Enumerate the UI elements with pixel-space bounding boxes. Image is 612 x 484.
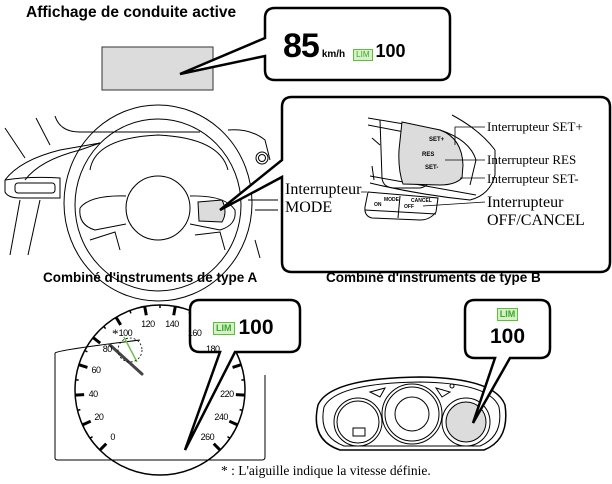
dial-tick bbox=[84, 349, 88, 353]
dial-tick bbox=[98, 442, 108, 452]
dial-tick bbox=[212, 442, 222, 452]
dial-tick bbox=[129, 310, 132, 314]
cluster-b-illustration bbox=[315, 376, 507, 451]
hud-speed-unit: km/h bbox=[321, 49, 346, 60]
dial-tick bbox=[92, 336, 102, 345]
dial-tick-label: 220 bbox=[220, 389, 234, 400]
dial-tick-label: 240 bbox=[214, 412, 228, 423]
set-speed-marker-highlight bbox=[117, 337, 143, 363]
label-off-line1: Interrupteur bbox=[487, 194, 564, 211]
dial-tick bbox=[78, 363, 88, 369]
dial-tick-label: 100 bbox=[118, 327, 133, 338]
dial-tick-label: 260 bbox=[200, 432, 215, 443]
label-set-minus-switch: Interrupteur SET- bbox=[487, 171, 579, 186]
dial-tick-label: 40 bbox=[88, 389, 99, 400]
button-set-minus: SET- bbox=[425, 165, 439, 171]
footnote: * : L'aiguille indique la vitesse défini… bbox=[221, 463, 431, 478]
dial-tick-label: 0 bbox=[110, 432, 115, 443]
dial-tick bbox=[114, 316, 122, 326]
dial-tick-label: 20 bbox=[94, 412, 104, 423]
set-speed-asterisk: * bbox=[112, 326, 119, 341]
dial-tick bbox=[227, 435, 231, 439]
label-off-line2: OFF/CANCEL bbox=[487, 212, 585, 229]
dial-tick bbox=[77, 408, 81, 412]
hud-current-speed: 85 bbox=[283, 27, 320, 65]
dial-tick bbox=[235, 393, 245, 397]
mode-cancel-switches bbox=[364, 191, 439, 221]
button-set-plus: SET+ bbox=[429, 137, 445, 143]
label-res-switch: Interrupteur RES bbox=[487, 152, 577, 167]
cluster-a-readout: LIM 100 bbox=[213, 316, 274, 340]
dial-tick-label: 80 bbox=[102, 343, 113, 354]
dial-tick bbox=[89, 435, 93, 439]
dial-tick bbox=[228, 419, 239, 427]
cluster-b-title: Combiné d'instruments de type B bbox=[326, 270, 541, 285]
dial-tick-label: 160 bbox=[187, 327, 202, 338]
button-cancel: CANCEL bbox=[411, 198, 432, 204]
speed-needle bbox=[108, 343, 144, 376]
label-set-plus-switch: Interrupteur SET+ bbox=[487, 119, 583, 134]
label-mode-line2: MODE bbox=[285, 199, 333, 216]
hud-callout-bubble bbox=[179, 6, 452, 82]
cluster-a-panel bbox=[54, 339, 266, 461]
cluster-a-title: Combiné d'instruments de type A bbox=[43, 270, 258, 285]
button-on: ON bbox=[374, 202, 382, 208]
dial-tick bbox=[75, 393, 85, 397]
hud-readout: 85 km/h LIM 100 bbox=[283, 27, 406, 66]
cluster-b-set-speed: 100 bbox=[489, 325, 526, 348]
cluster-a-set-speed: 100 bbox=[238, 316, 274, 339]
button-res: RES bbox=[422, 152, 435, 158]
cluster-a-lim-badge: LIM bbox=[213, 321, 235, 335]
dial-tick bbox=[143, 306, 148, 316]
hud-title: Affichage de conduite active bbox=[26, 4, 237, 21]
label-off-cancel-switch: Interrupteur OFF/CANCEL bbox=[487, 194, 585, 230]
dial-tick bbox=[232, 363, 242, 369]
dial-tick bbox=[172, 306, 177, 316]
dial-tick-label: 120 bbox=[141, 319, 155, 330]
cluster-b-lim-badge: LIM bbox=[496, 308, 519, 321]
dial-tick bbox=[81, 419, 92, 427]
dial-tick-label: 60 bbox=[91, 365, 102, 376]
button-mode: MODE bbox=[384, 197, 399, 203]
dial-tick-label: 180 bbox=[205, 343, 220, 354]
hud-lim-badge: LIM bbox=[353, 49, 373, 61]
steering-wheel-illustration bbox=[4, 104, 278, 302]
dial-tick bbox=[103, 325, 107, 330]
dial-tick bbox=[239, 408, 243, 412]
set-res-switch-highlight bbox=[398, 121, 464, 186]
cluster-a-callout-bubble bbox=[183, 298, 302, 451]
label-mode-line1: Interrupteur bbox=[285, 181, 362, 198]
button-off: OFF bbox=[404, 204, 414, 210]
dial-tick-label: 140 bbox=[165, 319, 179, 330]
cluster-b-readout: LIM 100 bbox=[465, 304, 550, 349]
cluster-b-callout-bubble bbox=[463, 298, 552, 424]
hud-set-speed: 100 bbox=[375, 41, 406, 61]
set-speed-marker bbox=[123, 336, 138, 363]
switch-panel-highlight bbox=[197, 199, 226, 223]
label-mode-switch: Interrupteur MODE bbox=[285, 181, 362, 217]
